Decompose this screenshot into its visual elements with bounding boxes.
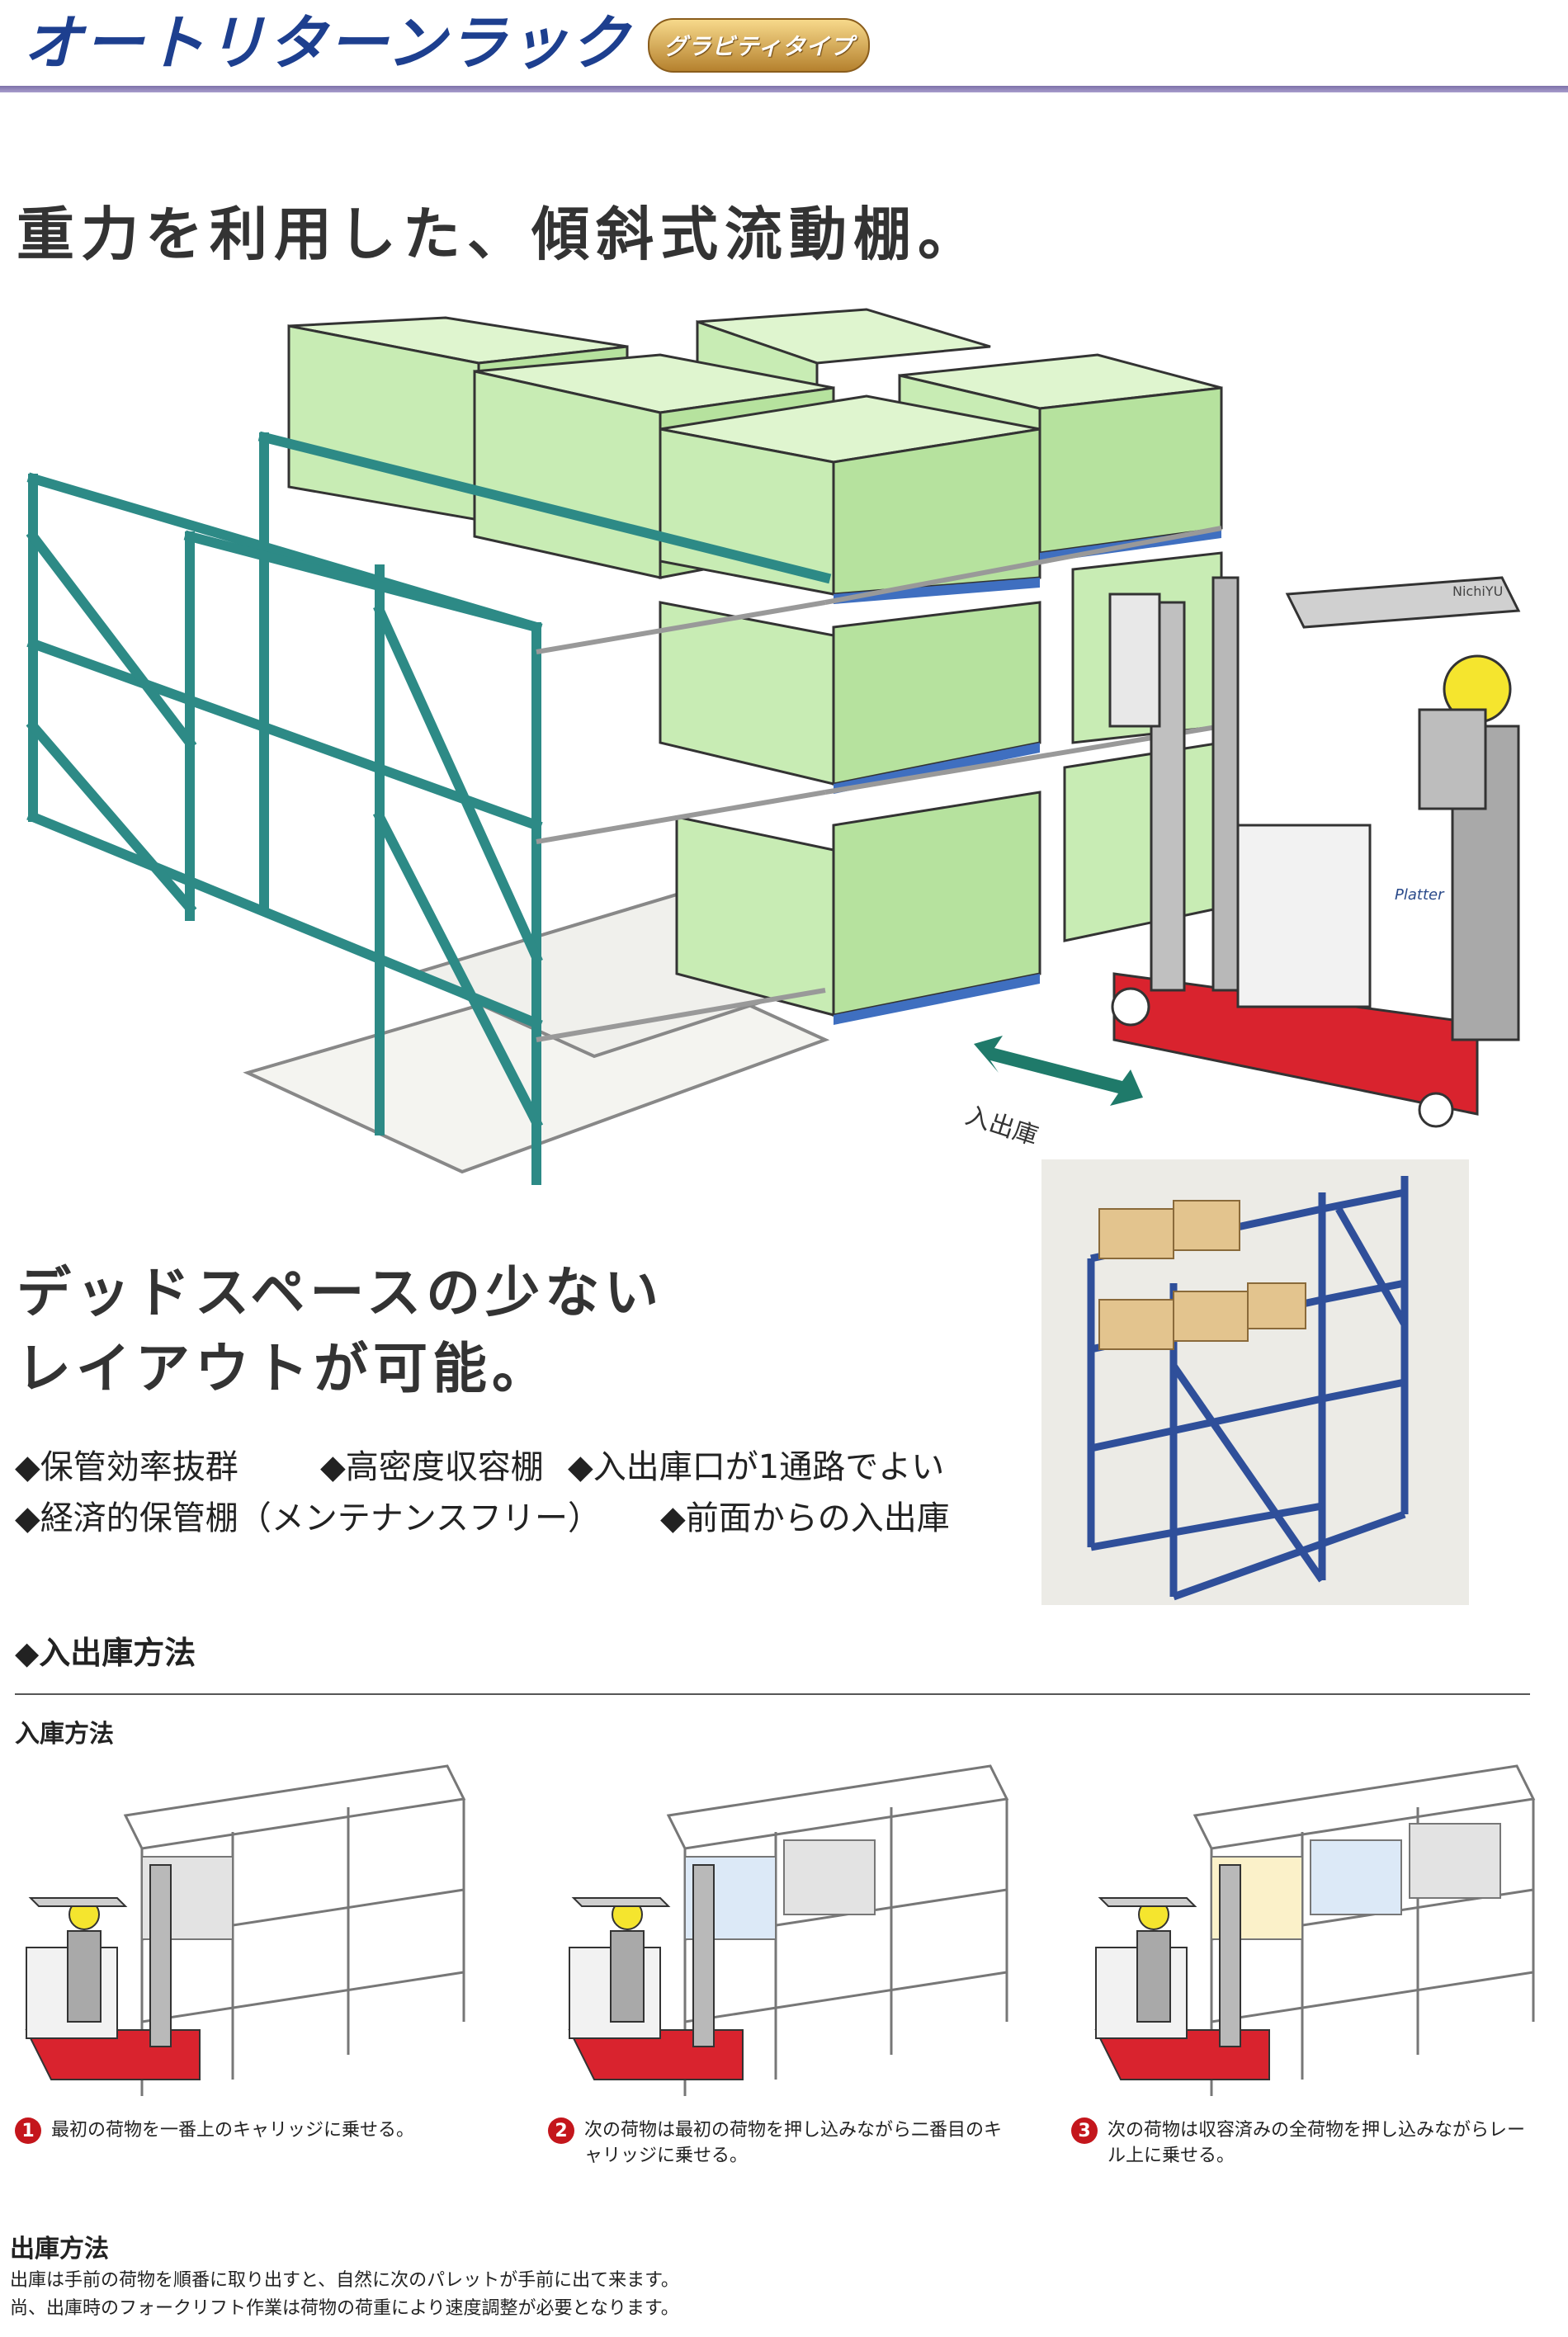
step-3-illustration bbox=[1094, 1764, 1536, 2096]
outbound-title: 出庫方法 bbox=[10, 2235, 109, 2264]
subheadline-line2: レイアウトが可能。 bbox=[17, 1336, 551, 1400]
type-badge: グラビティタイプ bbox=[648, 18, 870, 73]
subheadline-line1: デッドスペースの少ない bbox=[17, 1260, 664, 1324]
inbound-title: 入庫方法 bbox=[15, 1720, 114, 1749]
forklift-brand: Platter bbox=[1395, 886, 1445, 904]
feature-3: ◆入出庫口が1通路でよい bbox=[568, 1448, 945, 1486]
feature-2: ◆高密度収容棚 bbox=[320, 1448, 544, 1486]
rack-photo bbox=[1041, 1159, 1469, 1605]
section-title: ◆入出庫方法 bbox=[15, 1635, 196, 1671]
page-title: オートリターンラック bbox=[23, 8, 631, 78]
feature-1: ◆保管効率抜群 bbox=[15, 1448, 239, 1486]
outbound-line-2: 尚、出庫時のフォークリフト作業は荷物の荷重により速度調整が必要となります。 bbox=[10, 2298, 679, 2319]
step-1-illustration bbox=[25, 1764, 466, 2096]
forklift-mast-label: NichiYU bbox=[1452, 583, 1503, 599]
rack-frames bbox=[26, 431, 832, 1185]
forklift bbox=[1108, 576, 1521, 1128]
header-divider bbox=[0, 86, 1568, 92]
step-2-text: 次の荷物は最初の荷物を押し込みながら二番目のキャリッジに乗せる。 bbox=[584, 2120, 1003, 2166]
step-1-text: 最初の荷物を一番上のキャリッジに乗せる。 bbox=[51, 2120, 415, 2141]
step-1-number: 1 bbox=[15, 2117, 41, 2144]
arrow-label: 入出庫 bbox=[962, 1101, 1041, 1151]
feature-4: ◆経済的保管棚（メンテナンスフリー） bbox=[15, 1499, 601, 1537]
rack-forklift-illustration: 入出庫 Platter NichiYU bbox=[26, 308, 1521, 1185]
step-3-number: 3 bbox=[1071, 2117, 1098, 2144]
section-divider bbox=[15, 1693, 1530, 1695]
step-2-illustration bbox=[568, 1764, 1009, 2096]
subheadline: デッドスペースの少ない レイアウトが可能。 bbox=[17, 1254, 664, 1406]
headline: 重力を利用した、傾斜式流動棚。 bbox=[17, 200, 982, 268]
in-out-arrow-icon bbox=[974, 1036, 1143, 1106]
step-3-text: 次の荷物は収容済みの全荷物を押し込みながらレール上に乗せる。 bbox=[1108, 2120, 1526, 2166]
step-2-number: 2 bbox=[548, 2117, 574, 2144]
outbound-line-1: 出庫は手前の荷物を順番に取り出すと、自然に次のパレットが手前に出て来ます。 bbox=[10, 2270, 679, 2291]
feature-5: ◆前面からの入出庫 bbox=[660, 1499, 950, 1537]
